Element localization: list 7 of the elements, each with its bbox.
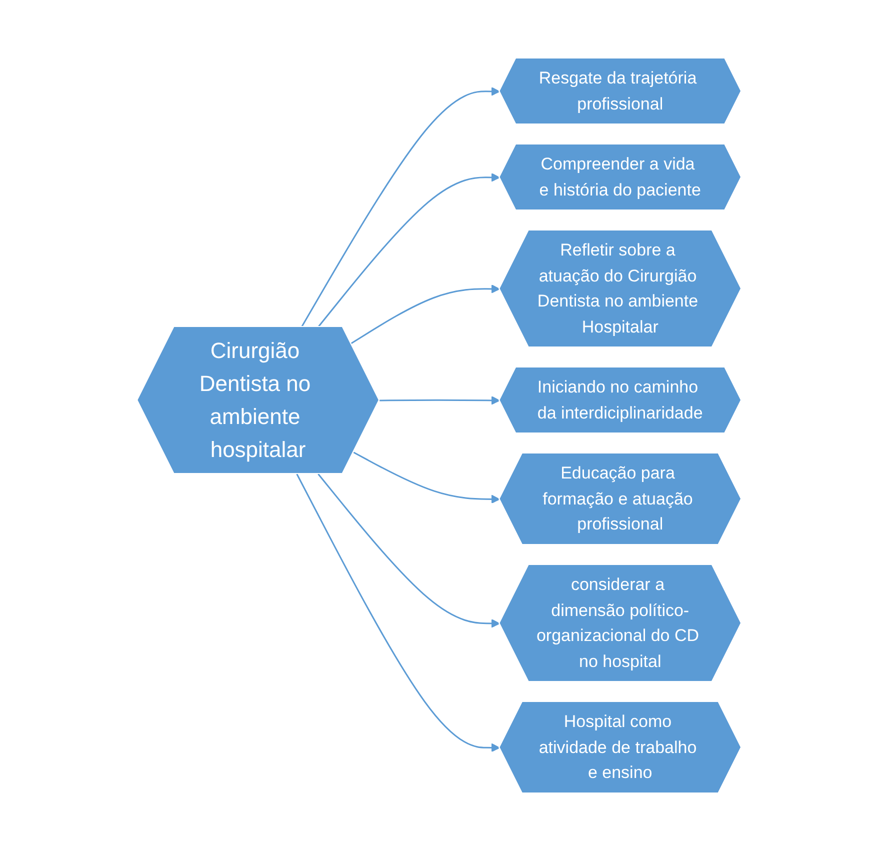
arrow bbox=[296, 473, 500, 752]
arrow bbox=[353, 451, 500, 504]
arrow bbox=[300, 86, 500, 327]
arrow bbox=[318, 172, 500, 327]
arrow bbox=[350, 284, 500, 344]
arrow bbox=[380, 396, 500, 404]
arrow bbox=[318, 473, 500, 628]
